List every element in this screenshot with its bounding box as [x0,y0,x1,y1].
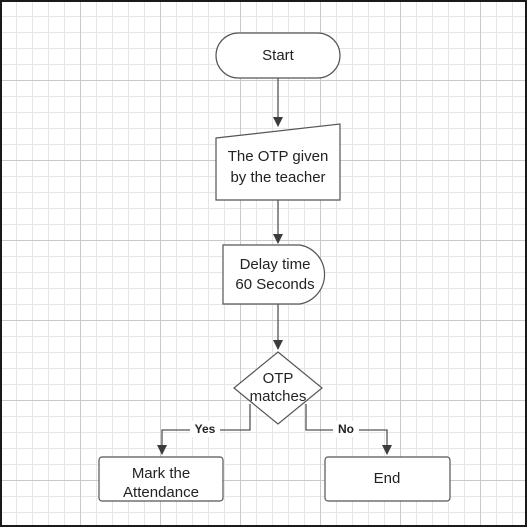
otp-given-node[interactable]: The OTP given by the teacher [215,123,341,201]
mark-attendance-label-line1: Mark the [132,465,190,482]
decision-label-line2: matches [250,388,307,405]
decision-node[interactable]: OTP matches [233,351,323,425]
mark-attendance-shape [98,456,224,502]
start-node[interactable]: Start [215,32,341,79]
end-label: End [374,470,401,487]
otp-given-label-line2: by the teacher [230,169,325,186]
edge-label-yes: Yes [195,422,216,436]
delay-label-line1: Delay time [240,256,311,273]
mark-attendance-label-line2: Attendance [123,484,199,501]
end-node[interactable]: End [324,456,451,502]
start-label: Start [262,47,295,64]
manual-input-shape [215,123,341,201]
edge-label-no: No [338,422,354,436]
decision-label-line1: OTP [263,370,294,387]
delay-shape [222,244,326,305]
end-shape [324,456,451,502]
delay-label-line2: 60 Seconds [235,276,314,293]
otp-given-label-line1: The OTP given [228,148,329,165]
decision-diamond-shape [233,351,323,425]
delay-node[interactable]: Delay time 60 Seconds [222,244,326,305]
start-terminal-shape [215,32,341,79]
yes-label-bg [190,421,220,437]
mark-attendance-node[interactable]: Mark the Attendance [98,456,224,502]
no-label-bg [333,421,359,437]
